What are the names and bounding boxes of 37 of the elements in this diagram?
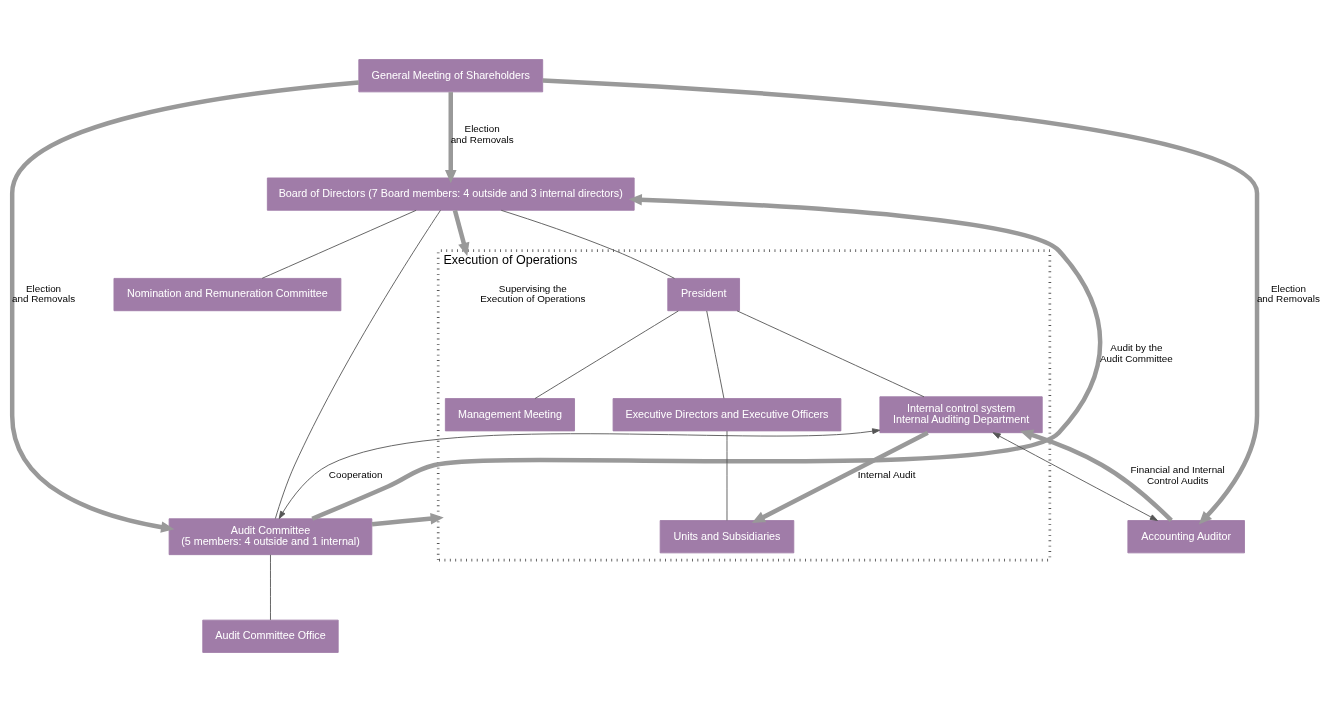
arrow [992,432,1158,521]
arrow [444,92,457,184]
arrow [542,78,1260,525]
arrow [311,194,1103,521]
node-box: President [667,277,740,312]
node-box: Internal control system Internal Auditing Department [879,396,1043,434]
arrow [751,430,929,524]
arrow [9,80,360,533]
edge-label: Audit by the Audit Committee [1099,341,1173,364]
edge-label: Election and Removals [1256,282,1320,305]
node-box: Nomination and Remuneration Committee [113,277,342,312]
edge-label: Election and Removals [12,282,76,305]
edge-label: Cooperation [328,469,383,481]
arrow [452,209,470,256]
node-box: Board of Directors (7 Board members: 4 outside and 3 internal directors) [266,177,635,211]
node-box: General Meeting of Shareholders [358,59,544,93]
connector [274,209,441,520]
node-box: Audit Committee Office [202,619,339,653]
edge-label: Internal Audit [857,469,916,481]
connector [500,209,675,279]
connector [261,209,417,279]
arrow [1019,429,1173,522]
node-box: Units and Subsidiaries [659,520,795,554]
connector [726,430,728,521]
node-box: Management Meeting [444,398,575,432]
arrow [278,428,881,520]
edge-label: Supervising the Execution of Operations [480,282,586,305]
connector [270,554,271,621]
connector [736,310,925,398]
node-box: Audit Committee (5 members: 4 outside and 1 internal) [168,518,373,556]
arrow [371,512,444,527]
connector [706,310,725,399]
node-box: Accounting Auditor [1127,520,1245,554]
edge-label: Financial and Internal Control Audits [1130,463,1225,486]
edge-label: Election and Removals [450,123,514,145]
node-box: Executive Directors and Executive Officers [612,398,842,432]
connector [534,310,679,399]
